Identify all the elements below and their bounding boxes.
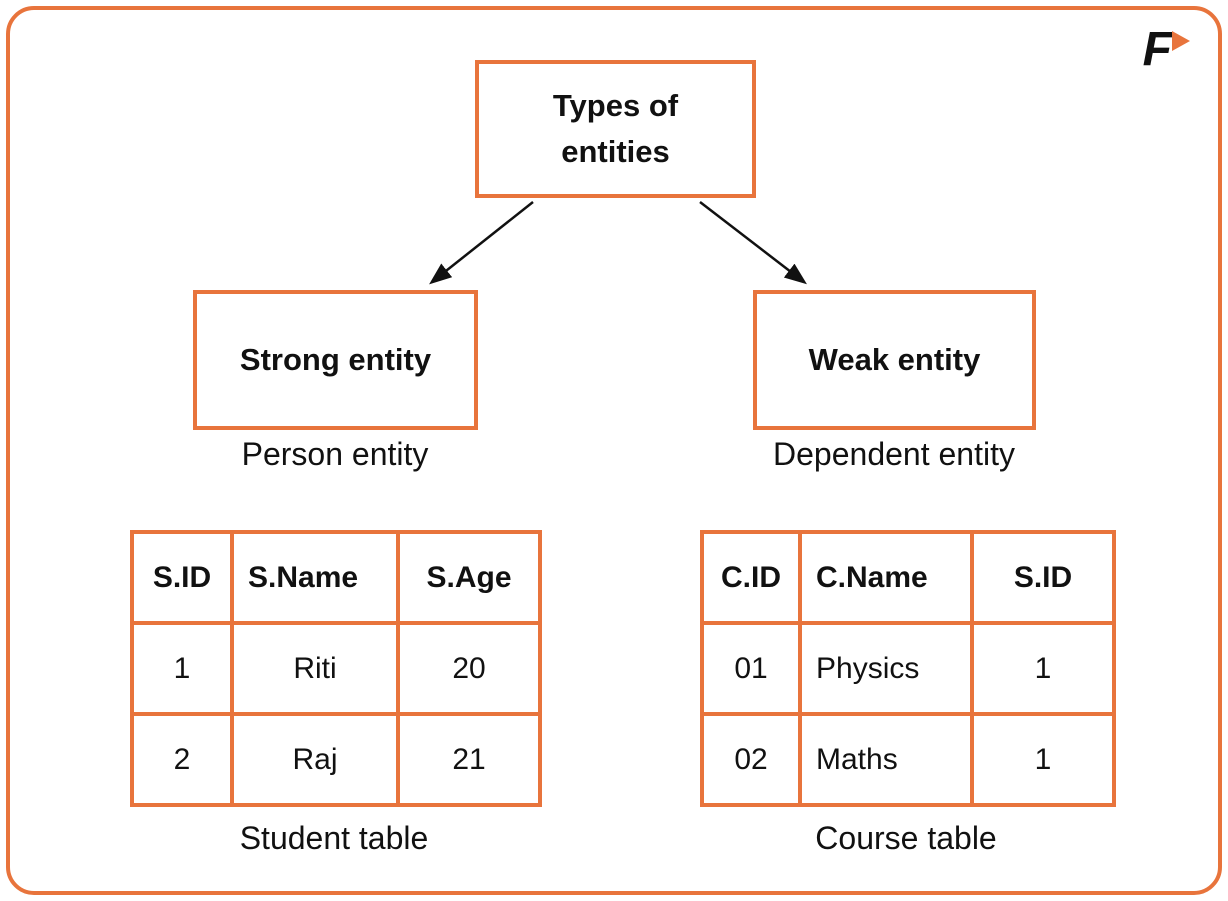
table-row: 1 Riti 20 <box>130 621 542 716</box>
cell: 01 <box>700 621 802 716</box>
strong-entity-example-label: Person entity <box>241 436 429 472</box>
cell: Raj <box>230 712 400 807</box>
table-header-row: C.ID C.Name S.ID <box>700 530 1116 625</box>
student-table: S.ID S.Name S.Age 1 Riti 20 2 Raj 21 <box>130 530 542 807</box>
column-header-sname: S.Name <box>230 530 400 625</box>
column-header-sage: S.Age <box>396 530 542 625</box>
student-table-caption: Student table <box>239 820 429 856</box>
brand-logo: F <box>1143 22 1190 77</box>
node-weak-entity: Weak entity <box>753 290 1036 430</box>
connector-arrows <box>429 201 807 285</box>
cell: 20 <box>396 621 542 716</box>
cell: 1 <box>130 621 234 716</box>
cell: 21 <box>396 712 542 807</box>
cell: 02 <box>700 712 802 807</box>
cell: Physics <box>798 621 974 716</box>
course-table-caption: Course table <box>815 820 997 856</box>
logo-arrow-icon <box>1172 30 1190 51</box>
column-header-cname: C.Name <box>798 530 974 625</box>
table-row: 02 Maths 1 <box>700 712 1116 807</box>
node-strong-entity: Strong entity <box>193 290 478 430</box>
table-header-row: S.ID S.Name S.Age <box>130 530 542 625</box>
cell: Riti <box>230 621 400 716</box>
logo-letter: F <box>1142 23 1172 76</box>
cell: 1 <box>970 621 1116 716</box>
column-header-sid: S.ID <box>130 530 234 625</box>
arrow-to-strong-entity <box>429 201 534 285</box>
cell: 1 <box>970 712 1116 807</box>
column-header-sid: S.ID <box>970 530 1116 625</box>
course-table: C.ID C.Name S.ID 01 Physics 1 02 Maths 1 <box>700 530 1116 807</box>
node-types-of-entities: Types of entities <box>475 60 756 198</box>
column-header-cid: C.ID <box>700 530 802 625</box>
node-label: Strong entity <box>239 341 432 377</box>
weak-entity-example-label: Dependent entity <box>773 436 1015 472</box>
arrow-to-weak-entity <box>699 201 807 285</box>
node-label: Types of entities <box>552 87 679 170</box>
cell: 2 <box>130 712 234 807</box>
node-label: Weak entity <box>808 341 981 377</box>
table-row: 01 Physics 1 <box>700 621 1116 716</box>
cell: Maths <box>798 712 974 807</box>
table-row: 2 Raj 21 <box>130 712 542 807</box>
